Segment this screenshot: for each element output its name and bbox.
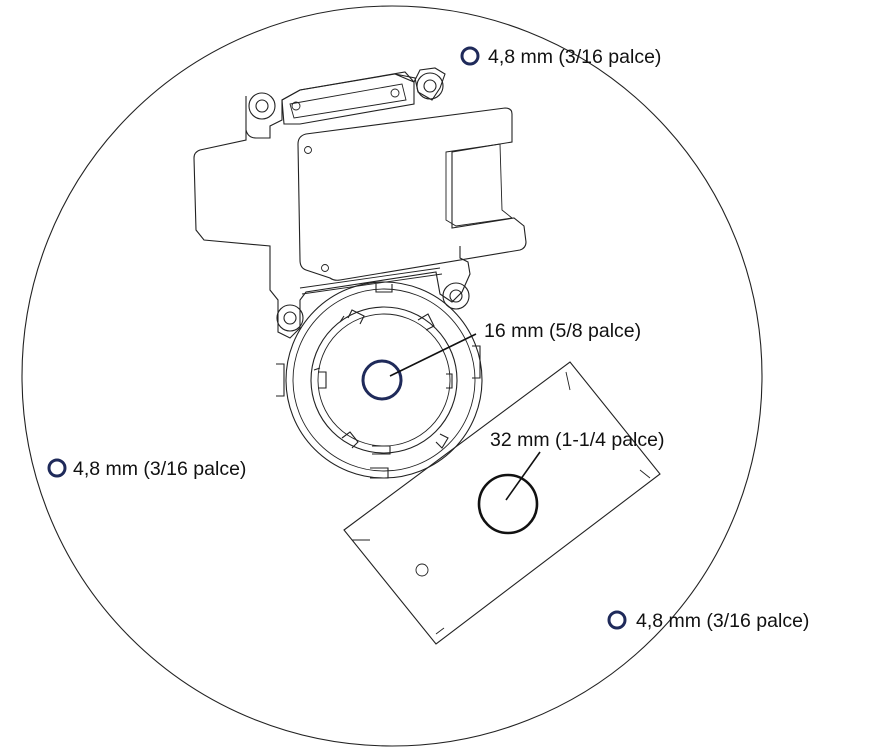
round-base-ring-2 <box>292 288 476 472</box>
bracket-boss-left-inner <box>255 99 269 113</box>
bracket-boss-left-outer <box>248 92 276 120</box>
bracket-top-plate <box>281 71 415 125</box>
bracket-boss-right-outer <box>416 72 444 100</box>
label-hole-4-8mm-top: 4,8 mm (3/16 palce) <box>488 46 661 68</box>
bracket-main-plate <box>297 107 527 281</box>
hole-4-8mm-top-marker <box>460 46 480 66</box>
label-hole-16mm: 16 mm (5/8 palce) <box>484 320 641 342</box>
bracket-top-plate-inner <box>289 83 407 119</box>
bracket-body-outline <box>193 130 471 339</box>
box-plate-outline <box>343 361 661 645</box>
hole-16mm-marker <box>361 359 403 401</box>
camera-bracket-drawing <box>193 67 527 339</box>
bracket-boss-right-inner <box>423 79 437 93</box>
round-base-ring-3 <box>310 306 458 454</box>
bracket-hinge-line <box>299 267 443 295</box>
label-hole-4-8mm-bottom-right: 4,8 mm (3/16 palce) <box>636 610 809 632</box>
bracket-boss-bottom-left-outer <box>276 304 304 332</box>
bracket-main-plate-cutout <box>445 143 514 227</box>
bracket-boss-bottom-left-inner <box>283 311 297 325</box>
bracket-boss-bottom-right-inner <box>449 289 463 303</box>
bracket-small-hole-1 <box>291 101 301 111</box>
box-plate-corner-marks <box>352 371 651 635</box>
bracket-boss-bottom-right-outer <box>442 282 470 310</box>
label-hole-4-8mm-left: 4,8 mm (3/16 palce) <box>73 458 246 480</box>
label-hole-32mm: 32 mm (1-1/4 palce) <box>490 429 664 451</box>
leader-16mm <box>389 333 477 377</box>
round-base-ring-4 <box>317 313 451 447</box>
hole-32mm-marker <box>477 473 539 535</box>
leader-32mm <box>505 451 541 501</box>
hole-4-8mm-left-marker <box>47 458 67 478</box>
box-plate-small-hole <box>415 563 429 577</box>
bracket-small-hole-2 <box>390 88 400 98</box>
bracket-plate-hole-1 <box>304 146 312 154</box>
bracket-plate-hole-2 <box>321 264 329 272</box>
box-plate-drawing <box>343 361 661 645</box>
round-base-drawing <box>276 281 483 479</box>
template-outline-circle <box>21 5 763 747</box>
round-base-clips <box>276 284 481 479</box>
hole-4-8mm-bottom-right-marker <box>607 610 627 630</box>
bracket-top-flange <box>245 67 446 139</box>
